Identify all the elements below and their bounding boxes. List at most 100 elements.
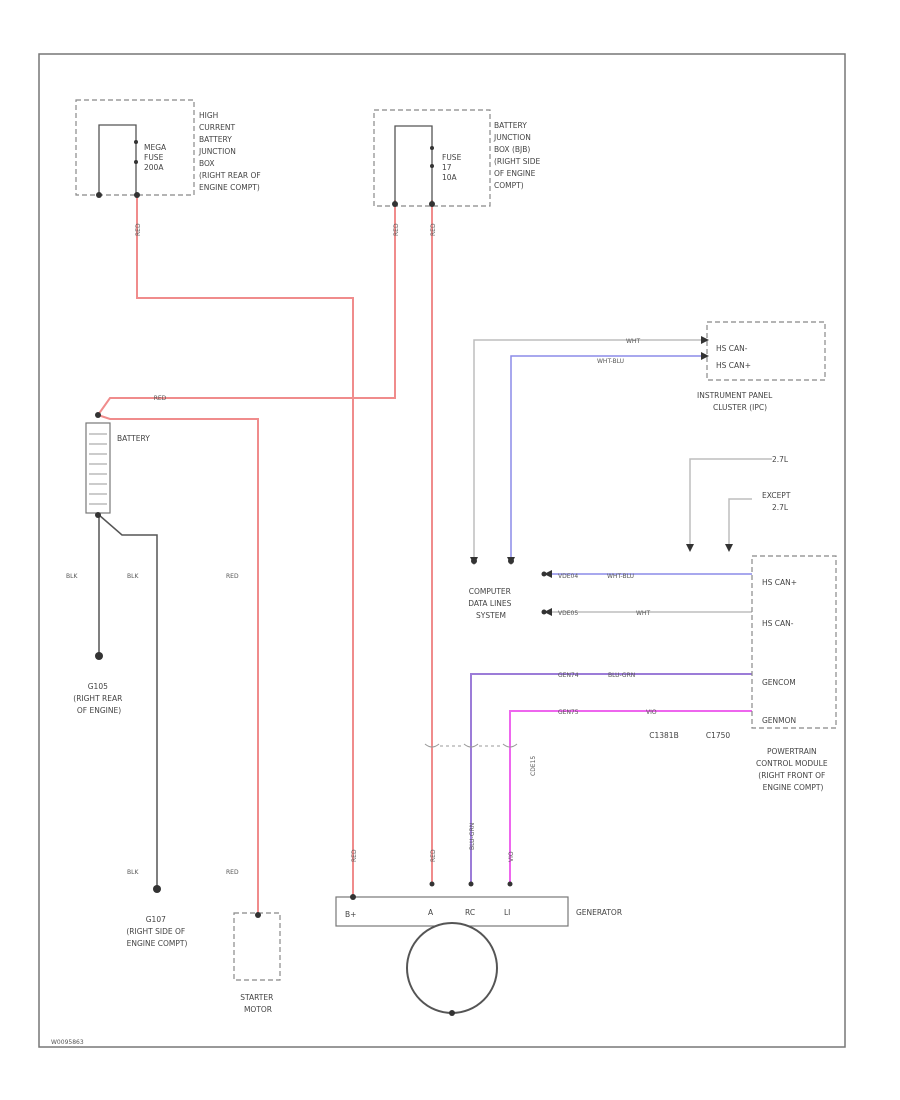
g107-line-1: G107 bbox=[146, 915, 166, 924]
wire-label-w2: RED bbox=[393, 223, 400, 236]
g107-ground-symbol bbox=[153, 885, 161, 893]
ipc-pin-hs-can-minus: HS CAN- bbox=[716, 344, 748, 353]
wire-label-w19: BLU-GRN bbox=[608, 672, 635, 679]
wire-ipc-hs-can-plus bbox=[510, 355, 707, 560]
bjb-line-2: JUNCTION bbox=[493, 133, 531, 142]
cdls-line-1: COMPUTER bbox=[469, 587, 511, 596]
starter-terminal bbox=[255, 912, 261, 918]
wire-label-w6: BLK bbox=[127, 573, 139, 580]
variant-except-label: EXCEPT 2.7L bbox=[762, 491, 793, 512]
connector-c1750: C1750 bbox=[706, 731, 731, 740]
cdls-arrow-dot-minus bbox=[541, 609, 547, 615]
wire-variant-2.7l bbox=[689, 458, 772, 548]
generator-ground bbox=[449, 1010, 455, 1016]
break-a bbox=[424, 743, 440, 748]
battery-negative-terminal bbox=[95, 512, 101, 518]
hcbjb-terminal-left bbox=[96, 192, 102, 198]
generator-pin-rc: RC bbox=[465, 908, 475, 917]
bjb-line-4: (RIGHT SIDE bbox=[494, 157, 541, 166]
hcbjb-bus bbox=[98, 124, 137, 195]
wire-label-w4: RED bbox=[154, 395, 167, 402]
g105-label: G105 (RIGHT REAR OF ENGINE) bbox=[73, 682, 124, 715]
wire-label-w3: RED bbox=[430, 223, 437, 236]
connector-breaks bbox=[424, 743, 518, 748]
g107-label: G107 (RIGHT SIDE OF ENGINE COMPT) bbox=[126, 915, 187, 948]
bjb-terminal-right bbox=[429, 201, 435, 207]
starter-line-1: STARTER bbox=[240, 993, 273, 1002]
ipc-box bbox=[706, 321, 826, 381]
wire-fuse17-to-battery bbox=[97, 200, 396, 416]
ipc-line-2: CLUSTER (IPC) bbox=[713, 403, 767, 412]
hcbjb-terminal-right bbox=[134, 192, 140, 198]
bjb-label: BATTERY JUNCTION BOX (BJB) (RIGHT SIDE O… bbox=[493, 121, 543, 190]
cdls-dot-left bbox=[471, 558, 477, 564]
ipc-label: INSTRUMENT PANEL CLUSTER (IPC) bbox=[697, 391, 775, 412]
pcm-line-1: POWERTRAIN bbox=[767, 747, 817, 756]
hcbjb-line-7: ENGINE COMPT) bbox=[199, 183, 260, 192]
break-li bbox=[502, 743, 518, 748]
hcbjb-box bbox=[75, 99, 195, 196]
wire-label-w15: WHT-BLU bbox=[607, 573, 634, 580]
hcbjb-fuse-dot-top bbox=[134, 140, 138, 144]
break-rc bbox=[463, 743, 479, 748]
wire-battery-ground-g107 bbox=[98, 514, 158, 887]
wire-label-w14: VDE04 bbox=[558, 573, 578, 580]
generator-pin-bplus: B+ bbox=[345, 910, 356, 919]
g107-line-2: (RIGHT SIDE OF bbox=[126, 927, 185, 936]
diagram-frame bbox=[38, 53, 846, 1048]
pcm-label: POWERTRAIN CONTROL MODULE (RIGHT FRONT O… bbox=[756, 747, 830, 792]
variant-2.7l-label: 2.7L bbox=[772, 455, 789, 464]
generator-terminal-rc bbox=[468, 881, 474, 887]
wire-variant-except-2.7l bbox=[728, 498, 752, 548]
wire-label-w18: GEN74 bbox=[558, 672, 579, 679]
pcm-line-3: (RIGHT FRONT OF bbox=[758, 771, 825, 780]
generator-label: GENERATOR bbox=[576, 908, 622, 917]
wire-label-w23: VIO bbox=[508, 851, 515, 862]
battery-label: BATTERY bbox=[117, 434, 150, 443]
wire-label-w17: WHT bbox=[636, 610, 650, 617]
bjb-fuse-dot-top bbox=[430, 146, 434, 150]
hcbjb-line-6: (RIGHT REAR OF bbox=[199, 171, 261, 180]
starter-line-2: MOTOR bbox=[244, 1005, 272, 1014]
cdls-line-3: SYSTEM bbox=[476, 611, 506, 620]
wire-label-w16: VDE05 bbox=[558, 610, 578, 617]
mega-fuse-label: MEGA FUSE 200A bbox=[144, 143, 169, 172]
bjb-box bbox=[373, 109, 491, 207]
hcbjb-line-3: BATTERY bbox=[199, 135, 232, 144]
wire-gencom bbox=[470, 673, 752, 884]
generator-terminal-bplus bbox=[350, 894, 356, 900]
mega-fuse-line-2: FUSE bbox=[144, 153, 164, 162]
fuse17-label: FUSE 17 10A bbox=[442, 153, 464, 182]
hcbjb-line-4: JUNCTION bbox=[198, 147, 236, 156]
wire-label-w24: CDE15 bbox=[530, 756, 537, 776]
starter-label: STARTER MOTOR bbox=[240, 993, 275, 1014]
cdls-label: COMPUTER DATA LINES SYSTEM bbox=[468, 587, 514, 620]
wire-label-w7: RED bbox=[226, 573, 239, 580]
hcbjb-line-5: BOX bbox=[199, 159, 215, 168]
wire-label-w21: VIO bbox=[646, 709, 657, 716]
variant-except-line-2: 2.7L bbox=[772, 503, 789, 512]
arrow-cdls-plus bbox=[544, 570, 552, 578]
cdls-dot-right bbox=[508, 558, 514, 564]
arrow-ipc-minus bbox=[701, 336, 709, 344]
arrow-variant-except bbox=[725, 544, 733, 552]
fuse17-line-2: 17 bbox=[442, 163, 452, 172]
mega-fuse-line-1: MEGA bbox=[144, 143, 167, 152]
wires bbox=[97, 197, 772, 915]
battery-cells bbox=[89, 433, 107, 505]
pcm-pin-genmon: GENMON bbox=[762, 716, 796, 725]
g105-line-1: G105 bbox=[88, 682, 108, 691]
ipc-line-1: INSTRUMENT PANEL bbox=[697, 391, 773, 400]
bjb-fuse-dot-bottom bbox=[430, 164, 434, 168]
wire-battery-to-starter bbox=[97, 414, 259, 915]
cdls-line-2: DATA LINES bbox=[468, 599, 511, 608]
bjb-line-5: OF ENGINE bbox=[494, 169, 536, 178]
wire-label-w20: GEN75 bbox=[558, 709, 579, 716]
pcm-line-4: ENGINE COMPT) bbox=[763, 783, 824, 792]
wire-label-w10: RED bbox=[351, 849, 358, 862]
pcm-pin-gencom: GENCOM bbox=[762, 678, 796, 687]
wire-label-w5: BLK bbox=[66, 573, 78, 580]
arrow-variant-2.7l bbox=[686, 544, 694, 552]
fuse17-line-3: 10A bbox=[442, 173, 458, 182]
